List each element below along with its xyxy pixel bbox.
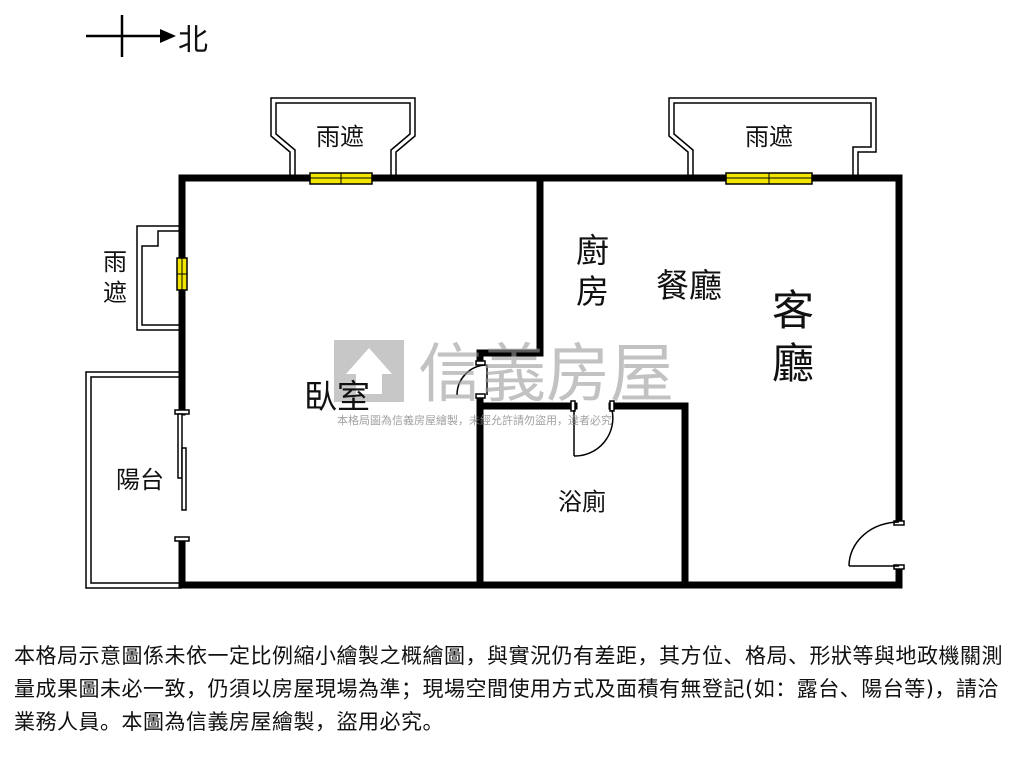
canopy-north-right-label: 雨遮 [745,123,793,151]
floor-plan: 北 雨遮 雨遮 雨 遮 [85,15,905,589]
canopy-north-right [668,97,877,178]
kitchen-label-2: 房 [576,272,609,311]
canopy-west-label-1: 雨 [103,248,127,276]
canopy-north-left-label: 雨遮 [316,123,364,151]
canopy-north-left [270,97,416,178]
compass-label: 北 [178,23,208,58]
balcony-outline [85,371,182,589]
living-label-2: 廳 [772,339,814,388]
window-north-right [725,172,813,185]
canopy-west-label-2: 遮 [103,279,127,307]
watermark-brand: 信義房屋 [418,338,674,412]
living-label-1: 客 [772,286,814,335]
canopy-west [136,225,182,331]
brand-logo-icon [334,340,404,402]
balcony-label: 陽台 [116,466,164,494]
bathroom-label: 浴廁 [558,488,606,516]
balcony-sliding-door [174,409,190,542]
window-west [176,257,188,291]
kitchen-label-1: 廚 [576,231,609,270]
bedroom-label: 臥室 [304,377,370,416]
north-arrow-icon [86,15,176,57]
bedroom-door [456,360,488,399]
entrance-door [848,520,905,570]
window-north-left [309,172,373,185]
bathroom-door [570,400,615,457]
watermark-notice: 本格局圖為信義房屋繪製，未經允許請勿盜用，違者必究 [337,413,612,427]
disclaimer-text: 本格局示意圖係未依一定比例縮小繪製之概繪圖，與實況仍有差距，其方位、格局、形狀等… [14,644,1003,734]
dining-label: 餐廳 [656,266,722,305]
